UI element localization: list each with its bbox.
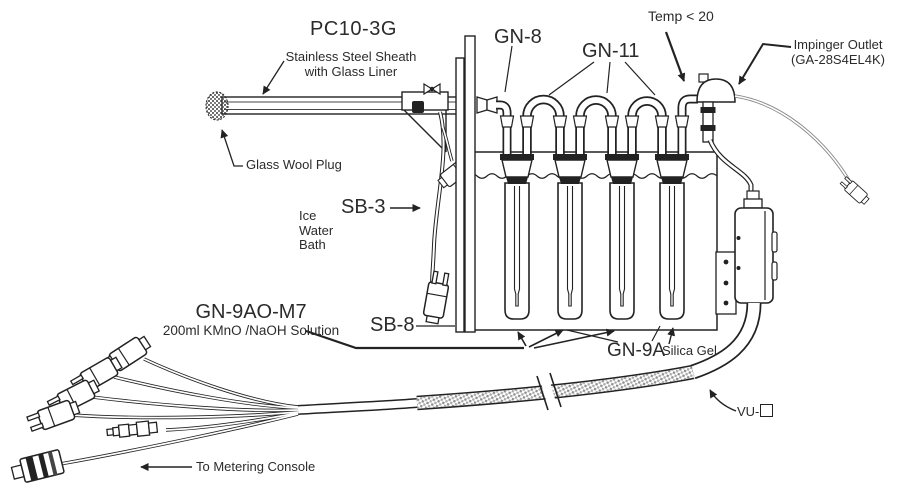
- label-impinger-outlet-line1: Impinger Outlet: [793, 37, 883, 52]
- leader-solution: [305, 329, 524, 350]
- label-ice-bath-line2: Water: [299, 222, 334, 238]
- label-sb8: SB-8: [370, 314, 415, 336]
- label-gn9a: GN-9A: [607, 340, 666, 361]
- label-solution: 200ml KMnO /NaOH Solution: [162, 323, 340, 339]
- gn11-u-tube-1: [522, 94, 565, 157]
- outlet-thermocouple-plug: [838, 175, 872, 207]
- label-ice-bath: Ice Water Bath: [299, 208, 334, 253]
- mounting-bracket: [715, 251, 737, 315]
- leader-glass-wool-arrow: [220, 129, 243, 167]
- outlet-elbow: [677, 94, 698, 157]
- label-ice-bath-line1: Ice: [299, 208, 317, 223]
- label-gn9ao-block: GN-9AO-M7 200ml KMnO /NaOH Solution: [158, 301, 344, 339]
- label-ice-bath-line3: Bath: [299, 237, 326, 253]
- outlet-thermocouple-wire: [734, 94, 853, 185]
- ball-joint-collars: [499, 115, 690, 128]
- label-sheath: Stainless Steel Sheath with Glass Liner: [273, 49, 429, 79]
- quick-connect-fitting: [106, 420, 159, 438]
- label-gn9ao: GN-9AO-M7: [195, 301, 307, 323]
- vu-number-box: [760, 404, 774, 417]
- leader-impinger-outlet-arrow: [738, 42, 792, 85]
- outlet-to-box-tube: [707, 138, 754, 199]
- gn11-u-tube-2: [575, 95, 617, 157]
- leader-gn11-left: [548, 61, 595, 96]
- label-impinger-outlet: Impinger Outlet (GA-28S4EL4K): [786, 37, 890, 67]
- label-impinger-outlet-part: (GA-28S4EL4K): [791, 51, 885, 67]
- leader-gn11-right: [624, 61, 656, 96]
- label-gn11: GN-11: [582, 40, 640, 62]
- impinger-outlet-fitting: [696, 73, 736, 143]
- sb3-cable: [430, 111, 454, 289]
- gn8-inlet-elbow: [476, 96, 512, 157]
- leader-temp-arrow: [664, 31, 686, 82]
- support-stand: [455, 35, 476, 333]
- thermocouple-plug-bottom: [421, 269, 452, 326]
- leader-gn9a-2: [651, 325, 661, 342]
- leader-vu-arrow: [709, 389, 737, 412]
- label-probe-model: PC10-3G: [310, 18, 397, 40]
- label-sheath-line1: Stainless Steel Sheath: [285, 49, 417, 64]
- wire-fan: [59, 357, 299, 466]
- leader-gn11-mid: [606, 61, 611, 94]
- gn11-u-tube-3: [627, 96, 667, 157]
- leader-solution-arrow-3: [533, 328, 615, 349]
- label-gn8: GN-8: [494, 26, 542, 48]
- leader-gn9a-1: [566, 329, 619, 343]
- junction-box: [734, 190, 778, 304]
- label-sb3: SB-3: [341, 196, 386, 218]
- label-sheath-line2: with Glass Liner: [304, 63, 398, 79]
- label-temp-limit: Temp < 20: [648, 8, 714, 24]
- label-glass-wool: Glass Wool Plug: [246, 157, 342, 172]
- label-to-metering-console: To Metering Console: [196, 459, 316, 474]
- label-vu-prefix: VU-: [737, 404, 760, 419]
- label-silica-gel: Silica Gel: [662, 343, 717, 358]
- glass-wool-plug: [205, 91, 229, 121]
- leader-solution-arrow-2: [528, 329, 564, 348]
- metering-console-connector: [10, 449, 65, 483]
- leader-gn8: [504, 45, 513, 93]
- cable-break-symbol: [536, 372, 562, 411]
- leader-sheath-arrow: [262, 60, 285, 95]
- leader-silica-gel-arrow: [667, 327, 676, 345]
- leader-solution-arrow-1: [517, 331, 527, 347]
- label-vu: VU-: [737, 404, 774, 420]
- probe-clamp: [401, 82, 449, 153]
